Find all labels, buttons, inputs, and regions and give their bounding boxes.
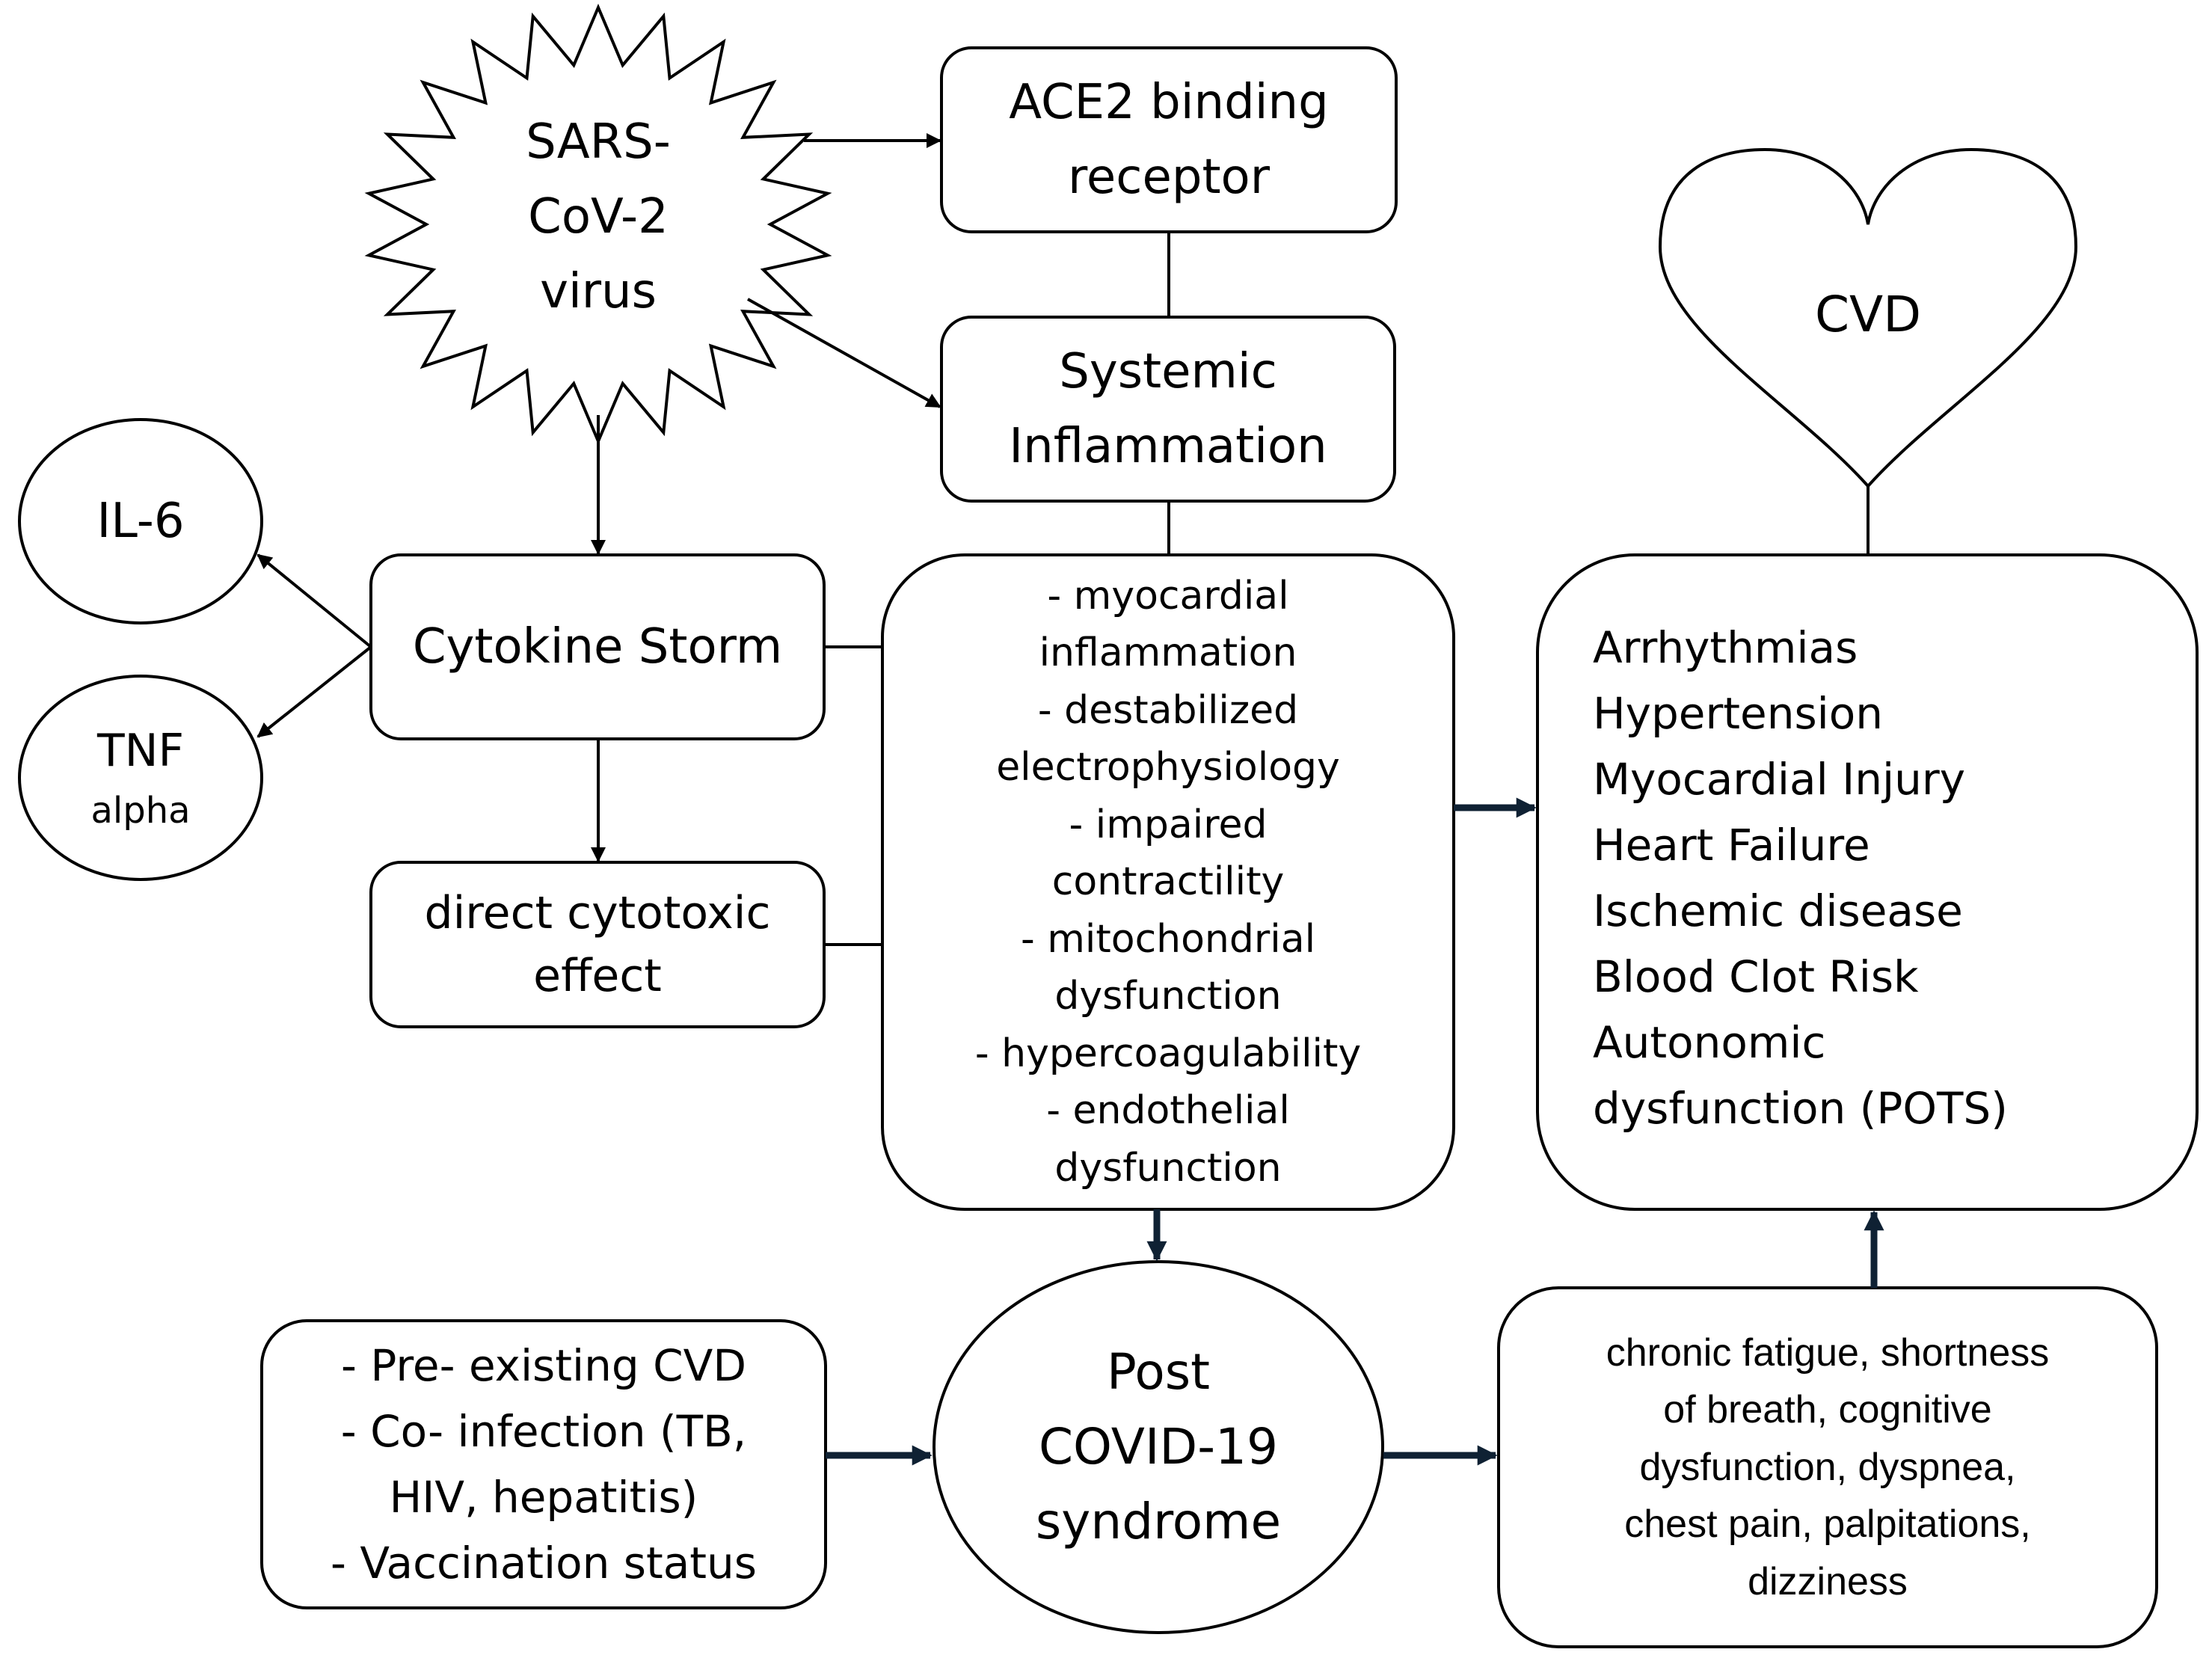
- risk-factors-label: - Pre- existing CVD - Co- infection (TB,…: [262, 1321, 826, 1608]
- mechanism-line-9: - hypercoagulability: [974, 1031, 1362, 1076]
- mechanism-line-4: electrophysiology: [996, 745, 1340, 790]
- mechanism-line-5: - impaired: [1069, 802, 1268, 847]
- risk-line-1: - Pre- existing CVD: [341, 1340, 746, 1391]
- symptoms-box: [1497, 1286, 2158, 1648]
- tnf-line-1: TNF: [96, 725, 185, 777]
- cvd-outcomes-label: Arrhythmias Hypertension Myocardial Inju…: [1593, 615, 2184, 1147]
- il6-label: IL-6: [19, 420, 262, 623]
- virus-line-2: CoV-2: [528, 189, 669, 245]
- risk-line-2: - Co- infection (TB,: [340, 1406, 747, 1457]
- post-covid-label: Post COVID-19 syndrome: [934, 1262, 1383, 1633]
- cytokine-label: Cytokine Storm: [371, 555, 824, 739]
- mechanism-line-11: dysfunction: [1054, 1145, 1282, 1191]
- mechanism-line-10: - endothelial: [1046, 1088, 1290, 1134]
- mechanism-line-2: inflammation: [1039, 630, 1297, 676]
- tnf-line-2: alpha: [90, 790, 191, 832]
- post-covid-line-3: syndrome: [1035, 1493, 1282, 1550]
- symptom-line-2: of breath, cognitive: [1663, 1388, 1992, 1432]
- heart-text: CVD: [1814, 285, 1922, 343]
- virus-systemic-arrow: [747, 298, 941, 408]
- il6-ellipse: [18, 418, 263, 624]
- mechanism-line-6: contractility: [1051, 859, 1285, 905]
- symptom-line-3: dysfunction, dyspnea,: [1639, 1445, 2016, 1489]
- cytotoxic-line-1: direct cytotoxic: [424, 887, 771, 939]
- mechanisms-label: - myocardial inflammation - destabilized…: [882, 555, 1454, 1209]
- post-covid-line-1: Post: [1106, 1343, 1211, 1401]
- outcome-line-1: Arrhythmias: [1593, 622, 1858, 673]
- cytotoxic-line-2: effect: [533, 950, 662, 1002]
- tnf-ellipse: [18, 675, 263, 881]
- ace2-line-2: receptor: [1067, 150, 1271, 205]
- mechanism-line-3: - destabilized: [1037, 687, 1299, 733]
- virus-line-3: virus: [540, 264, 657, 319]
- heart-label: CVD: [1720, 269, 2016, 359]
- symptom-line-5: dizziness: [1748, 1559, 1908, 1603]
- outcome-line-5: Ischemic disease: [1593, 885, 1963, 936]
- outcome-line-4: Heart Failure: [1593, 820, 1870, 871]
- symptom-line-1: chronic fatigue, shortness: [1606, 1330, 2050, 1375]
- risk-factors-box: [260, 1319, 827, 1609]
- cytotoxic-label: direct cytotoxic effect: [371, 862, 824, 1027]
- il6-text: IL-6: [96, 494, 185, 549]
- post-covid-line-2: COVID-19: [1038, 1418, 1279, 1476]
- heart-shape: [1658, 147, 2078, 489]
- symptoms-label: chronic fatigue, shortness of breath, co…: [1499, 1288, 2157, 1647]
- risk-line-3: HIV, hepatitis): [389, 1472, 698, 1523]
- cytokine-tnf-arrow: [256, 645, 372, 738]
- systemic-label: Systemic Inflammation: [941, 317, 1395, 501]
- mechanism-line-7: - mitochondrial: [1020, 916, 1316, 962]
- mechanism-line-8: dysfunction: [1054, 974, 1282, 1019]
- tnf-label: TNF alpha: [19, 676, 262, 879]
- outcome-line-8: dysfunction (POTS): [1593, 1083, 2008, 1134]
- systemic-line-2: Inflammation: [1009, 419, 1327, 474]
- ace2-line-1: ACE2 binding: [1009, 75, 1329, 130]
- virus-line-1: SARS-: [526, 114, 671, 170]
- cytokine-text: Cytokine Storm: [412, 619, 783, 675]
- risk-line-4: - Vaccination status: [330, 1538, 758, 1588]
- systemic-line-1: Systemic: [1059, 344, 1277, 399]
- ace2-label: ACE2 binding receptor: [941, 48, 1396, 232]
- post-covid-ellipse: [933, 1260, 1384, 1634]
- outcome-line-3: Myocardial Injury: [1593, 754, 1966, 805]
- cytokine-il6-arrow: [256, 553, 372, 648]
- outcome-line-6: Blood Clot Risk: [1593, 951, 1919, 1002]
- outcome-line-2: Hypertension: [1593, 688, 1884, 739]
- outcome-line-7: Autonomic: [1593, 1017, 1826, 1068]
- mechanism-line-1: - myocardial: [1047, 573, 1289, 618]
- symptom-line-4: chest pain, palpitations,: [1624, 1502, 2031, 1547]
- virus-label: SARS- CoV-2 virus: [449, 105, 748, 329]
